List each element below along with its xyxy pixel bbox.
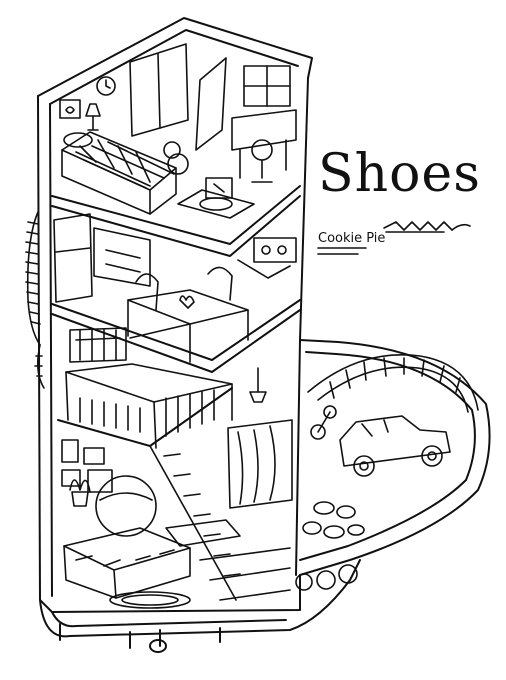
- floor-slabs: [51, 185, 301, 447]
- ribbed-hose: [25, 211, 45, 389]
- garage-scene: [295, 353, 479, 591]
- artist-signature: Cookie Pie: [318, 231, 386, 246]
- title-flourish: [317, 221, 471, 255]
- artwork-title: Shoes: [318, 144, 481, 204]
- bedroom-scene: [59, 43, 297, 219]
- kitchen-dining-scene: [53, 213, 297, 363]
- living-room-scene: [63, 445, 291, 609]
- library-balcony-scene: [61, 327, 293, 509]
- boot-outline: [37, 17, 491, 653]
